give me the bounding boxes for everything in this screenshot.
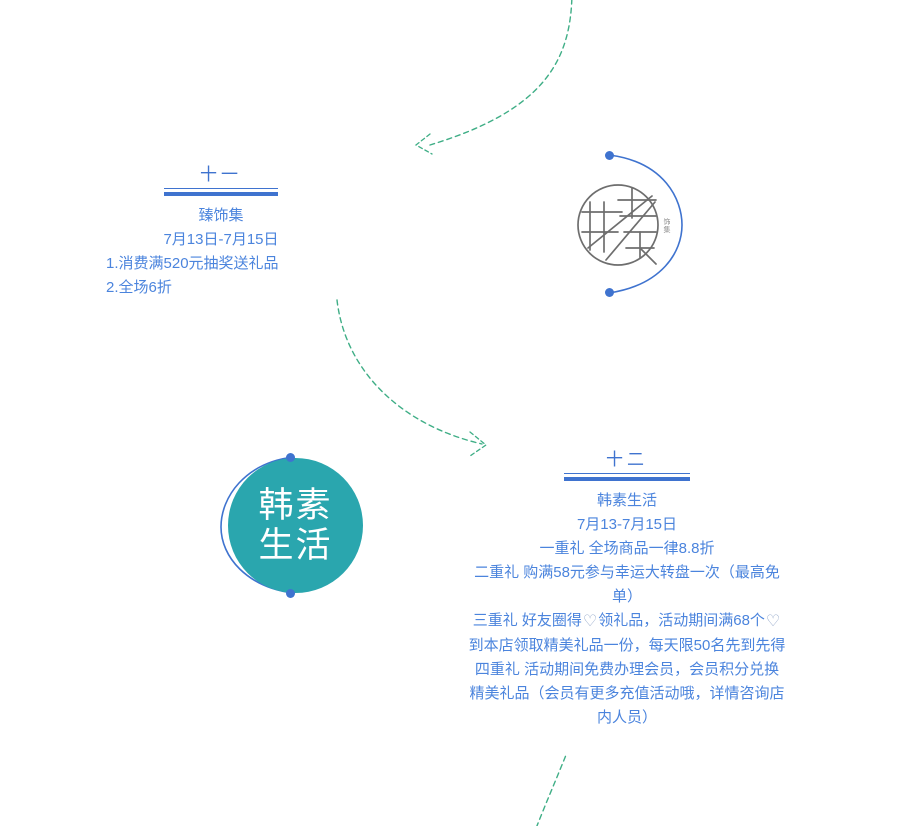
- han-su-sheng-huo-logo: 韩素 生活: [215, 445, 375, 605]
- section-number-twelve: 十二: [606, 450, 648, 469]
- section-divider-eleven: [164, 188, 278, 196]
- zhen-logo-arc: [608, 154, 683, 294]
- offer-line: 二重礼 购满58元参与幸运大转盘一次（最高免单）: [474, 564, 780, 605]
- zhen-logo-dot-top: [605, 151, 614, 160]
- offer-line: 一重礼 全场商品一律8.8折: [539, 540, 715, 557]
- offer-line: 三重礼 好友圈得♡领礼品，活动期间满68个♡到本店领取精美礼品一份，每天限50名…: [468, 612, 786, 654]
- offer-line: 四重礼 活动期间免费办理会员，会员积分兑换精美礼品（会员有更多充值活动哦，详情咨…: [469, 661, 785, 726]
- connector-middle-path: [336, 299, 483, 445]
- section-block-twelve: 十二 韩素生活 7月13-7月15日 一重礼 全场商品一律8.8折 二重礼 购满…: [468, 450, 786, 730]
- store-dates-twelve: 7月13-7月15日: [576, 516, 678, 533]
- section-divider-twelve: [564, 473, 690, 481]
- section-body-twelve: 韩素生活 7月13-7月15日 一重礼 全场商品一律8.8折 二重礼 购满58元…: [468, 481, 786, 730]
- zhen-glyph-mark: [577, 184, 659, 266]
- zhen-logo-arc-and-mark: [577, 154, 683, 294]
- store-name-twelve: 韩素生活: [596, 492, 657, 509]
- teal-logo-text: 韩素 生活: [228, 458, 363, 593]
- divider-thin-line: [564, 473, 690, 474]
- divider-thick-bar: [164, 192, 278, 196]
- connector-bottom-path: [536, 754, 567, 826]
- connector-top-arrowhead: [414, 133, 433, 155]
- zhen-shi-ji-logo: 饰集: [560, 140, 690, 310]
- connector-top-path: [429, 0, 573, 146]
- heart-icon: ♡: [582, 613, 598, 630]
- section-block-eleven: 十一 臻饰集 7月13日-7月15日 1.消费满520元抽奖送礼品 2.全场6折: [106, 165, 336, 300]
- divider-thin-line: [164, 188, 278, 189]
- heart-icon: ♡: [765, 613, 781, 630]
- offer-line: 2.全场6折: [106, 279, 172, 296]
- teal-logo-circle: 韩素 生活: [228, 458, 363, 593]
- divider-thick-bar: [564, 477, 690, 481]
- store-name-eleven: 臻饰集: [198, 207, 244, 224]
- teal-logo-dot-bottom: [286, 589, 295, 598]
- offer-line: 1.消费满520元抽奖送礼品: [106, 255, 279, 272]
- store-dates-eleven: 7月13日-7月15日: [163, 231, 279, 248]
- zhen-logo-dot-bottom: [605, 288, 614, 297]
- teal-logo-line1: 韩素: [258, 485, 333, 526]
- section-number-eleven: 十一: [200, 165, 242, 184]
- teal-logo-dot-top: [286, 453, 295, 462]
- zhen-logo-sublabel: 饰集: [663, 219, 671, 234]
- section-body-eleven: 臻饰集 7月13日-7月15日 1.消费满520元抽奖送礼品 2.全场6折: [106, 196, 336, 300]
- teal-logo-line2: 生活: [258, 525, 333, 566]
